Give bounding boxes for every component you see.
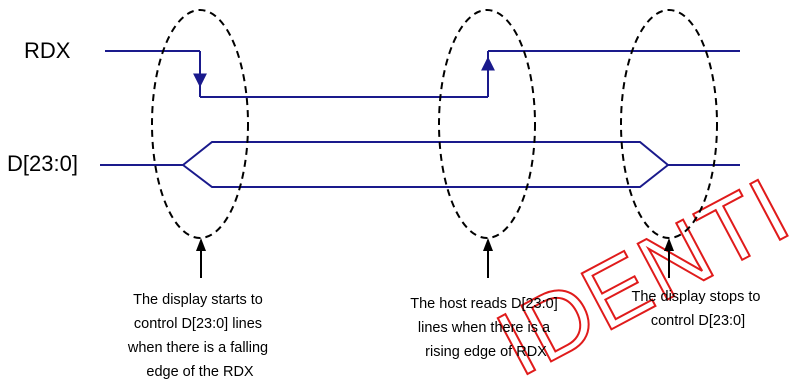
- rdx-signal-label: RDX: [24, 38, 71, 63]
- rising-edge-note-line: rising edge of RDX: [425, 344, 547, 360]
- rising-edge-note-line: lines when there is a: [418, 320, 551, 336]
- stop-note-line: The display stops to: [632, 289, 761, 305]
- data-bus-waveform: [100, 141, 740, 188]
- falling-edge-note-line: control D[23:0] lines: [134, 316, 262, 332]
- rising-edge-pointer-arrow: [483, 238, 493, 278]
- stop-note: The display stops to control D[23:0]: [632, 289, 765, 329]
- falling-edge-note-line: edge of the RDX: [146, 364, 254, 380]
- rising-edge-note: The host reads D[23:0] lines when there …: [410, 296, 562, 360]
- falling-edge-note-line: when there is a falling: [127, 340, 268, 356]
- stop-note-line: control D[23:0]: [651, 313, 745, 329]
- data-bus-valid-lower: [182, 164, 669, 188]
- data-bus-valid-upper: [182, 141, 669, 166]
- falling-edge-note-line: The display starts to: [133, 292, 263, 308]
- rising-edge-ellipse: [438, 9, 536, 239]
- falling-edge-ellipse: [151, 9, 249, 239]
- falling-edge-note: The display starts to control D[23:0] li…: [127, 292, 272, 380]
- falling-edge-pointer-arrow: [196, 238, 206, 278]
- stop-pointer-arrow: [664, 238, 674, 278]
- rdx-waveform: [105, 50, 740, 98]
- rising-edge-note-line: The host reads D[23:0]: [410, 296, 558, 312]
- data-bus-signal-label: D[23:0]: [7, 151, 78, 176]
